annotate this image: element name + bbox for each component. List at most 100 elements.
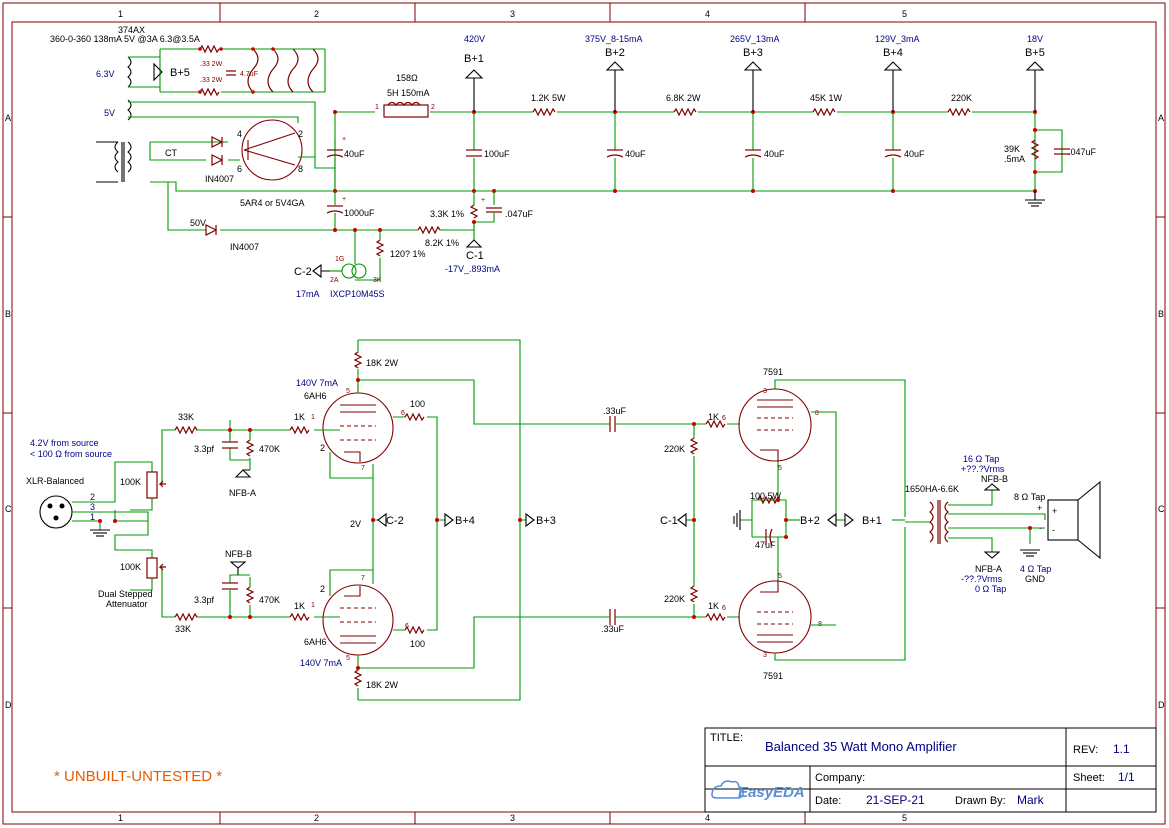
col-4-b: 4	[705, 813, 710, 823]
nfb-a-flag: NFB-A	[229, 469, 256, 498]
date-label: Date:	[815, 795, 841, 807]
rect-heater-voltage: 5V	[104, 108, 115, 118]
power-supply: 374AX 360-0-360 138mA 5V @3A 6.3@3.5A 6.…	[50, 25, 1097, 299]
output-tube-a-icon	[738, 388, 812, 462]
nfb-b-out-label: NFB-B	[981, 474, 1008, 484]
rectifier-tube-icon	[241, 119, 303, 181]
row-d: D	[5, 700, 12, 710]
ccs-pin-3k: 3K	[373, 277, 382, 284]
nfb-a-out-flag	[983, 551, 1001, 559]
col-5-b: 5	[902, 813, 907, 823]
grid-a-label: 1K	[294, 412, 305, 422]
c1-amp-flag: C-1	[660, 512, 687, 528]
svg-text:NFB-B: NFB-B	[225, 549, 252, 559]
drawn-label: Drawn By:	[955, 795, 1006, 807]
rect-pin-2: 2	[298, 129, 303, 139]
tube-b-pin1: 1	[311, 602, 315, 609]
date-value: 21-SEP-21	[866, 793, 925, 807]
nfb-a-out-label: NFB-A	[975, 564, 1002, 574]
tap8-label: 8 Ω Tap	[1014, 492, 1045, 502]
out-b-pin5: 5	[778, 573, 782, 580]
title-block: TITLE: Balanced 35 Watt Mono Amplifier R…	[704, 727, 1157, 813]
rect-pin-4: 4	[237, 129, 242, 139]
svg-text:420V: 420V	[464, 34, 485, 44]
title-label: TITLE:	[710, 732, 743, 744]
output-transformer-icon	[929, 500, 949, 544]
out-a-pin6: 6	[722, 415, 726, 422]
choke-pin2: 2	[431, 104, 435, 111]
svg-text:-17V_.893mA: -17V_.893mA	[445, 264, 500, 274]
rectifier-label: 5AR4 or 5V4GA	[240, 198, 305, 208]
company-label: Company:	[815, 772, 865, 784]
svg-text:C-1: C-1	[466, 250, 484, 262]
tube-a-pin6: 6	[401, 410, 405, 417]
r1-label: 1.2K 5W	[531, 93, 566, 103]
svg-text:C-1: C-1	[660, 515, 678, 527]
ground-icon-input	[90, 529, 110, 537]
spk-plus: +	[1052, 506, 1057, 516]
svg-text:B+5: B+5	[1025, 47, 1045, 59]
r-heater-a: .33 2W	[200, 61, 223, 68]
driver-tube-a-label: 6AH6	[304, 391, 327, 401]
transformer-spec: 360-0-360 138mA 5V @3A 6.3@3.5A	[50, 34, 200, 44]
out-grid-b-label: 1K	[708, 601, 719, 611]
attenuator-l1: Dual Stepped	[98, 589, 153, 599]
b2-flag: 375V_8-15mA B+2	[585, 34, 643, 112]
c-cpl-b-label: .33uF	[601, 624, 625, 634]
svg-text:B+4: B+4	[455, 515, 475, 527]
transformer-label: 374AX	[118, 25, 145, 35]
svg-text:18V: 18V	[1027, 34, 1043, 44]
rect-pin-6: 6	[237, 164, 242, 174]
out-b-pin3: 3	[763, 652, 767, 659]
c4-label: 40uF	[764, 149, 785, 159]
opt-label: 1650HA-6.6K	[905, 484, 959, 494]
cap-b-label: 3.3pf	[194, 595, 215, 605]
cap-plus-3: +	[481, 197, 485, 204]
b4-driver-flag: B+4	[444, 512, 475, 528]
r2-label: 6.8K 2W	[666, 93, 701, 103]
attenuator-l2: Attenuator	[106, 599, 148, 609]
grid-b-label: 1K	[294, 601, 305, 611]
ground-icon	[1025, 191, 1045, 207]
ground-icon-cathode	[733, 510, 741, 530]
tube-b-pin6: 6	[405, 623, 409, 630]
svg-text:B+3: B+3	[536, 515, 556, 527]
rev-value: 1.1	[1113, 742, 1130, 756]
r-nfb-b-label: 470K	[259, 595, 280, 605]
tap16-label: 16 Ω Tap	[963, 454, 999, 464]
c1-neg-flag: C-1 -17V_.893mA	[445, 239, 500, 274]
xlr-pin-3: 3	[90, 502, 95, 512]
svg-text:129V_3mA: 129V_3mA	[875, 34, 920, 44]
choke-label: 5H 150mA	[387, 88, 430, 98]
plate-a-label: 18K 2W	[366, 358, 399, 368]
c-b5-label: .047uF	[1068, 147, 1097, 157]
gnd-label: GND	[1025, 574, 1046, 584]
b5-heater-flag: B+5	[153, 62, 190, 82]
row-c: C	[5, 504, 12, 514]
svg-text:EasyEDA: EasyEDA	[738, 784, 805, 801]
output-tube-b-icon	[738, 580, 812, 654]
nfb-b-out-flag	[983, 483, 1001, 491]
tube-a-pin1: 1	[311, 414, 315, 421]
out-a-pin3: 3	[763, 388, 767, 395]
svg-text:C-2: C-2	[386, 515, 404, 527]
out-a-pin5: 5	[778, 465, 782, 472]
c3-label: 40uF	[625, 149, 646, 159]
spk-term-plus: +	[1037, 503, 1042, 513]
b1-flag: 420V B+1	[464, 34, 485, 112]
title-value: Balanced 35 Watt Mono Amplifier	[765, 739, 957, 754]
svg-text:B+1: B+1	[464, 53, 484, 65]
out-b-pin6: 6	[722, 605, 726, 612]
r3-label: 45K 1W	[810, 93, 843, 103]
r-cath-label: 100 5W	[750, 491, 782, 501]
r-b5-current: .5mA	[1004, 154, 1025, 164]
c-cath-label: 47uF	[755, 540, 776, 550]
r-nfb-a-label: 470K	[259, 444, 280, 454]
col-2: 2	[314, 9, 319, 19]
c-047-label: .047uF	[505, 209, 534, 219]
xlr-label: XLR-Balanced	[26, 476, 84, 486]
col-3-b: 3	[510, 813, 515, 823]
cap-a-label: 3.3pf	[194, 444, 215, 454]
